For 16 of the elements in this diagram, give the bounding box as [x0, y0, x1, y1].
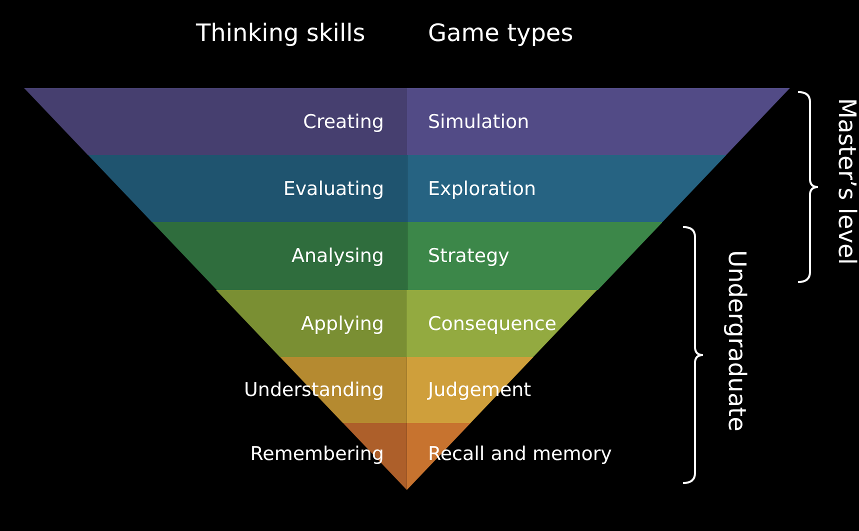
game-type-label: Exploration	[428, 176, 536, 200]
pyramid-band	[152, 222, 662, 290]
column-heading: Game types	[428, 18, 574, 48]
pyramid-band	[216, 290, 598, 357]
pyramid-band	[24, 88, 790, 155]
game-type-label: Consequence	[428, 312, 556, 336]
level-label: Master’s level	[832, 98, 859, 265]
game-type-label: Strategy	[428, 244, 510, 268]
level-label: Undergraduate	[722, 250, 752, 432]
skill-label: Creating	[303, 110, 384, 134]
pyramid-band	[88, 155, 726, 222]
column-heading: Thinking skills	[196, 18, 366, 48]
game-type-label: Simulation	[428, 110, 530, 134]
skill-label: Evaluating	[283, 176, 384, 200]
skill-label: Applying	[300, 312, 384, 336]
skill-label: Analysing	[291, 244, 384, 268]
